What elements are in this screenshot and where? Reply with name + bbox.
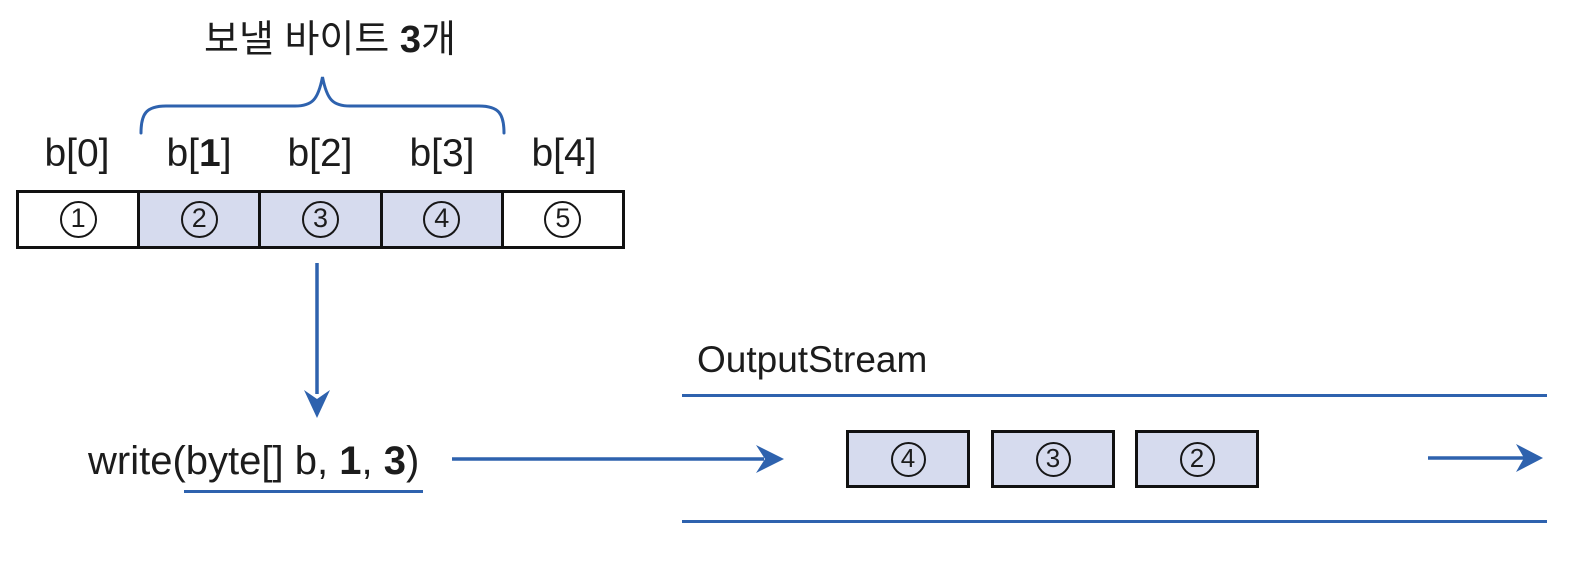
array-cell-2: 3 [258, 193, 380, 246]
selection-brace-icon [139, 76, 506, 135]
stream-top-line [682, 394, 1547, 397]
circled-number-icon: 3 [1035, 441, 1071, 477]
circled-number-icon: 5 [544, 201, 582, 238]
array-index-label-b4: b[4] [531, 132, 597, 175]
circled-number-icon: 2 [1179, 441, 1215, 477]
array-cell-1: 2 [137, 193, 259, 246]
flow-arrow-icon [452, 445, 784, 473]
stream-byte-box: 3 [991, 430, 1115, 488]
array-cell-0: 1 [19, 193, 138, 246]
array-index-label-b3: b[3] [409, 132, 475, 175]
stream-byte-box: 2 [1135, 430, 1259, 488]
circled-number-icon: 3 [302, 201, 339, 238]
circled-number-icon: 2 [180, 201, 218, 238]
circled-number-icon: 4 [423, 201, 461, 238]
outputstream-label: OutputStream [697, 339, 928, 380]
stream-bottom-line [682, 520, 1547, 523]
circled-number-icon: 4 [890, 441, 926, 477]
array-index-label-b2: b[2] [287, 132, 353, 175]
stream-byte-box: 4 [846, 430, 970, 488]
annotation-label: 보낼 바이트 3개 [203, 19, 457, 61]
array-cell-3: 4 [379, 193, 501, 246]
circled-number-icon: 1 [59, 201, 97, 238]
method-call-underline [184, 490, 423, 493]
array-cell-4: 5 [500, 193, 623, 246]
array-index-label-b1: b[1] [166, 132, 232, 175]
method-call-label: write(byte[] b, 1, 3) [88, 439, 420, 483]
array-index-label-b0: b[0] [44, 132, 110, 175]
down-arrow-icon [304, 263, 330, 418]
output-arrow-icon [1428, 444, 1543, 472]
byte-array: 1 2 3 4 5 [16, 190, 625, 249]
